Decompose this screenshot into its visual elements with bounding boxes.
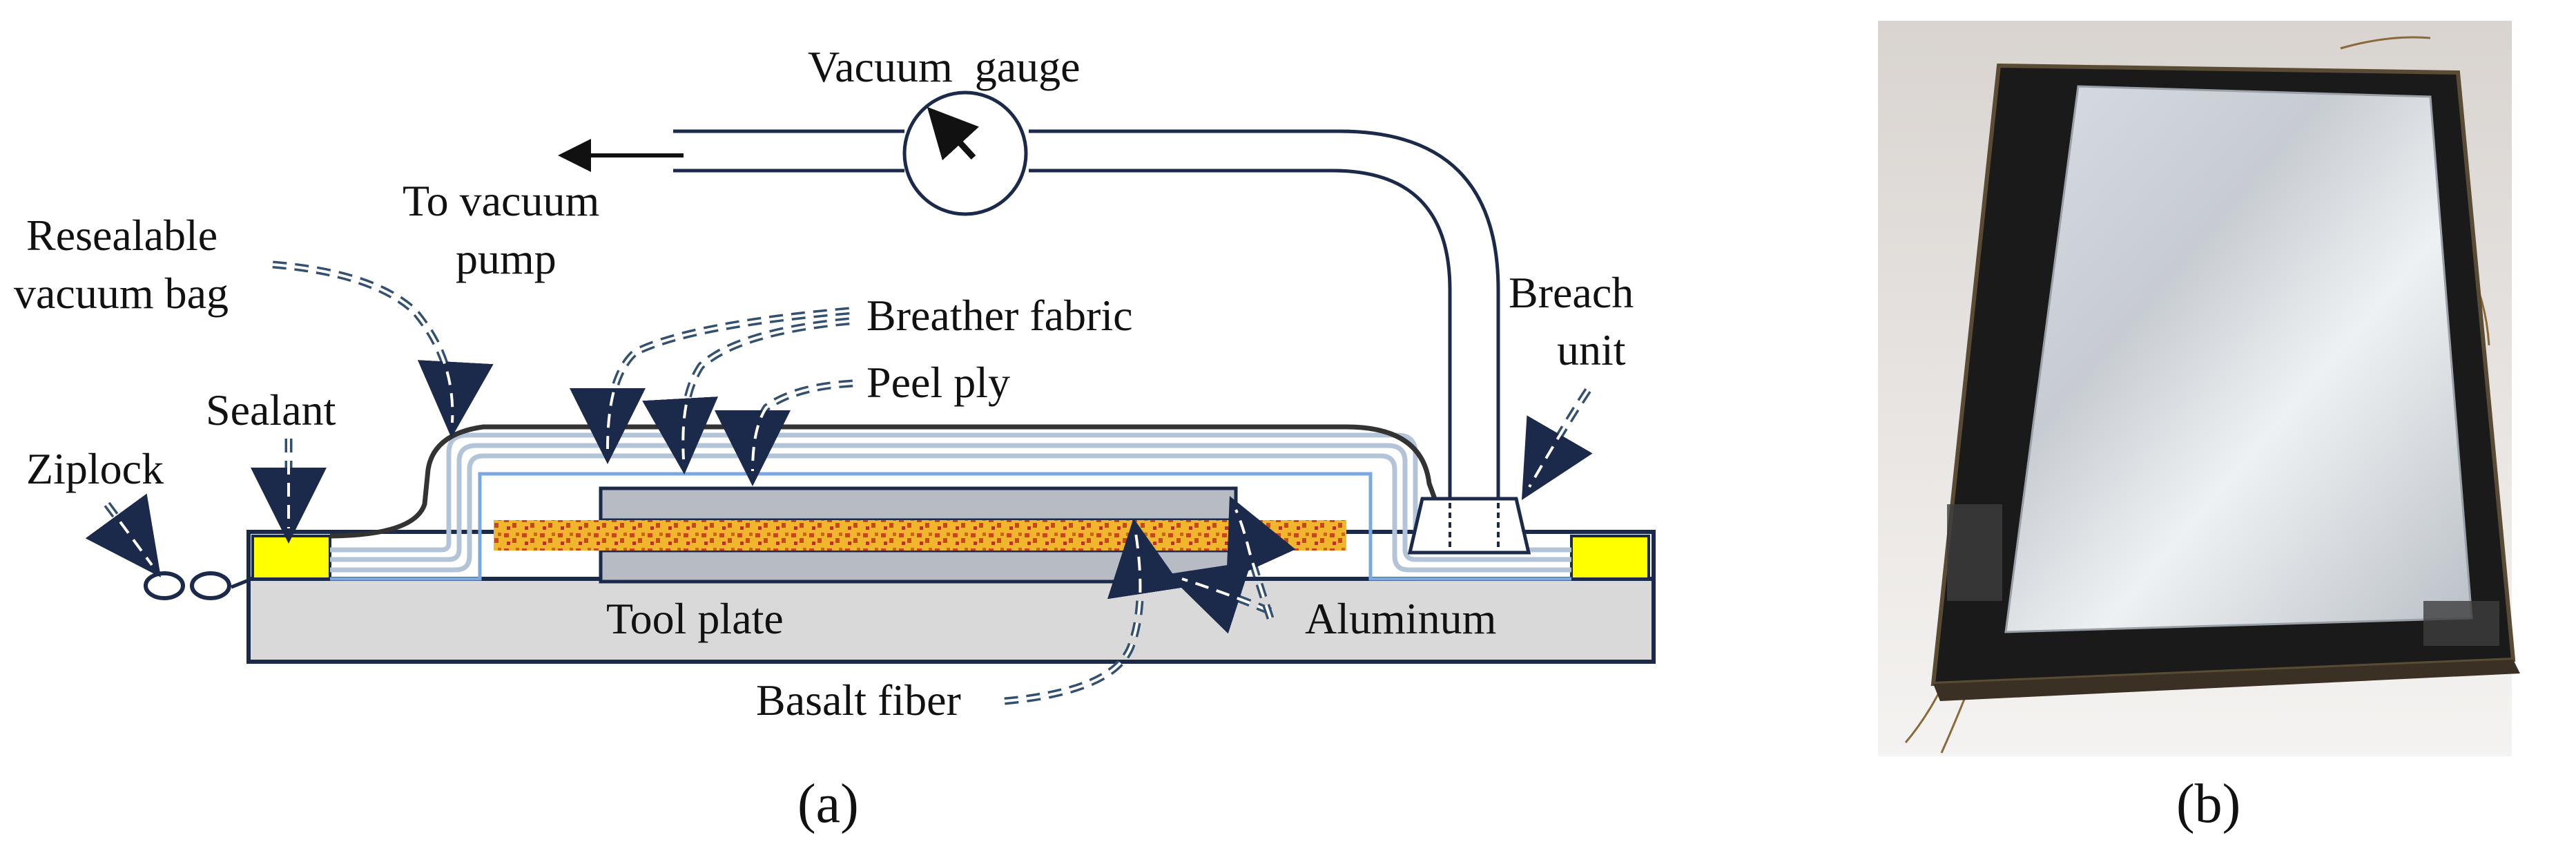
sealant-left bbox=[251, 535, 331, 580]
panel-a-diagram: Vacuum gauge To vacuum pump Resealable v… bbox=[14, 42, 1656, 834]
peel-ply bbox=[330, 472, 1571, 581]
label-to-vacuum: To vacuum bbox=[403, 176, 599, 225]
aluminum-plate bbox=[2004, 85, 2473, 633]
label-aluminum: Aluminum bbox=[1305, 594, 1496, 643]
vacuum-gauge bbox=[902, 90, 1028, 216]
basalt-fiber bbox=[494, 520, 1346, 551]
panel-b-photo: (b) bbox=[1878, 21, 2520, 834]
sealant-right bbox=[1570, 535, 1650, 580]
label-sealant: Sealant bbox=[206, 385, 336, 434]
vacuum-hose bbox=[673, 129, 1500, 497]
tape-patch-left bbox=[1947, 504, 2002, 601]
label-basalt-fiber: Basalt fiber bbox=[756, 676, 961, 725]
label-resealable: Resealable bbox=[26, 211, 217, 260]
leader-arrows bbox=[85, 260, 1593, 705]
label-breach: Breach bbox=[1509, 268, 1634, 317]
label-ziplock: Ziplock bbox=[26, 444, 164, 493]
label-vacuum-gauge: Vacuum gauge bbox=[808, 42, 1081, 91]
label-pump: pump bbox=[456, 234, 556, 283]
label-vacuum-bag: vacuum bag bbox=[14, 269, 229, 318]
label-breather-fabric: Breather fabric bbox=[866, 291, 1133, 340]
caption-b: (b) bbox=[2176, 774, 2240, 834]
label-tool-plate: Tool plate bbox=[606, 594, 784, 643]
breach-unit bbox=[1407, 497, 1531, 555]
caption-a: (a) bbox=[797, 774, 859, 834]
tape-patch-right bbox=[2423, 601, 2499, 646]
label-peel-ply: Peel ply bbox=[866, 358, 1010, 407]
fabric-edge-shadow bbox=[1933, 660, 2520, 701]
aluminum-plate-top bbox=[599, 486, 1238, 522]
label-unit: unit bbox=[1557, 325, 1626, 374]
ziplock bbox=[144, 571, 249, 600]
tool-plate bbox=[246, 577, 1656, 664]
